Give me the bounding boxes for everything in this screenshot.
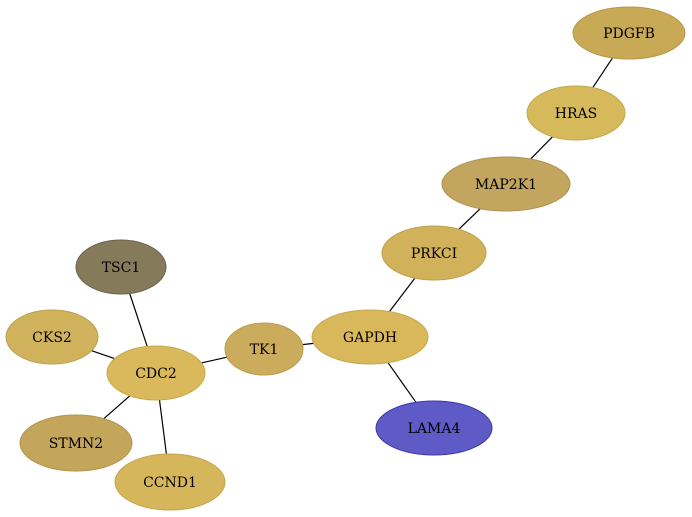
node-tsc1[interactable]: TSC1 bbox=[75, 239, 167, 295]
node-label: LAMA4 bbox=[408, 421, 461, 437]
edge-layer bbox=[91, 57, 614, 455]
node-shape bbox=[19, 414, 133, 472]
edge-gapdh-lama4 bbox=[387, 362, 417, 403]
node-shape bbox=[441, 156, 571, 212]
node-label: PDGFB bbox=[603, 26, 655, 42]
node-shape bbox=[75, 239, 167, 295]
edge-map2k1-prkci bbox=[458, 208, 481, 230]
node-shape bbox=[114, 453, 226, 511]
node-label: CDC2 bbox=[135, 366, 177, 382]
node-ccnd1[interactable]: CCND1 bbox=[114, 453, 226, 511]
edge-stmn2-cdc2 bbox=[103, 395, 131, 420]
node-shape bbox=[381, 225, 487, 281]
node-pdgfb[interactable]: PDGFB bbox=[572, 6, 686, 60]
node-hras[interactable]: HRAS bbox=[526, 85, 626, 141]
edge-gapdh-tk1 bbox=[302, 342, 314, 346]
node-shape bbox=[311, 309, 429, 365]
node-prkci[interactable]: PRKCI bbox=[381, 225, 487, 281]
node-label: GAPDH bbox=[343, 330, 397, 346]
node-cdc2[interactable]: CDC2 bbox=[106, 345, 206, 401]
node-label: TSC1 bbox=[102, 260, 141, 276]
node-label: PRKCI bbox=[411, 246, 457, 262]
node-label: MAP2K1 bbox=[475, 177, 537, 193]
node-shape bbox=[572, 6, 686, 60]
node-label: STMN2 bbox=[49, 436, 103, 452]
node-label: CKS2 bbox=[32, 330, 72, 346]
node-shape bbox=[106, 345, 206, 401]
node-label: TK1 bbox=[250, 342, 279, 358]
node-shape bbox=[224, 322, 304, 376]
node-lama4[interactable]: LAMA4 bbox=[375, 400, 493, 456]
node-label: HRAS bbox=[555, 106, 597, 122]
edge-ccnd1-cdc2 bbox=[158, 399, 167, 455]
node-gapdh[interactable]: GAPDH bbox=[311, 309, 429, 365]
node-tk1[interactable]: TK1 bbox=[224, 322, 304, 376]
edge-pdgfb-hras bbox=[592, 57, 614, 88]
node-stmn2[interactable]: STMN2 bbox=[19, 414, 133, 472]
node-shape bbox=[5, 309, 99, 365]
node-shape bbox=[526, 85, 626, 141]
node-map2k1[interactable]: MAP2K1 bbox=[441, 156, 571, 212]
edge-hras-map2k1 bbox=[530, 136, 554, 160]
node-label: CCND1 bbox=[143, 475, 197, 491]
node-shape bbox=[375, 400, 493, 456]
edge-tk1-cdc2 bbox=[201, 356, 228, 364]
edge-tsc1-cdc2 bbox=[129, 293, 148, 347]
edge-cks2-cdc2 bbox=[91, 350, 115, 360]
edge-prkci-gapdh bbox=[388, 277, 416, 312]
node-cks2[interactable]: CKS2 bbox=[5, 309, 99, 365]
